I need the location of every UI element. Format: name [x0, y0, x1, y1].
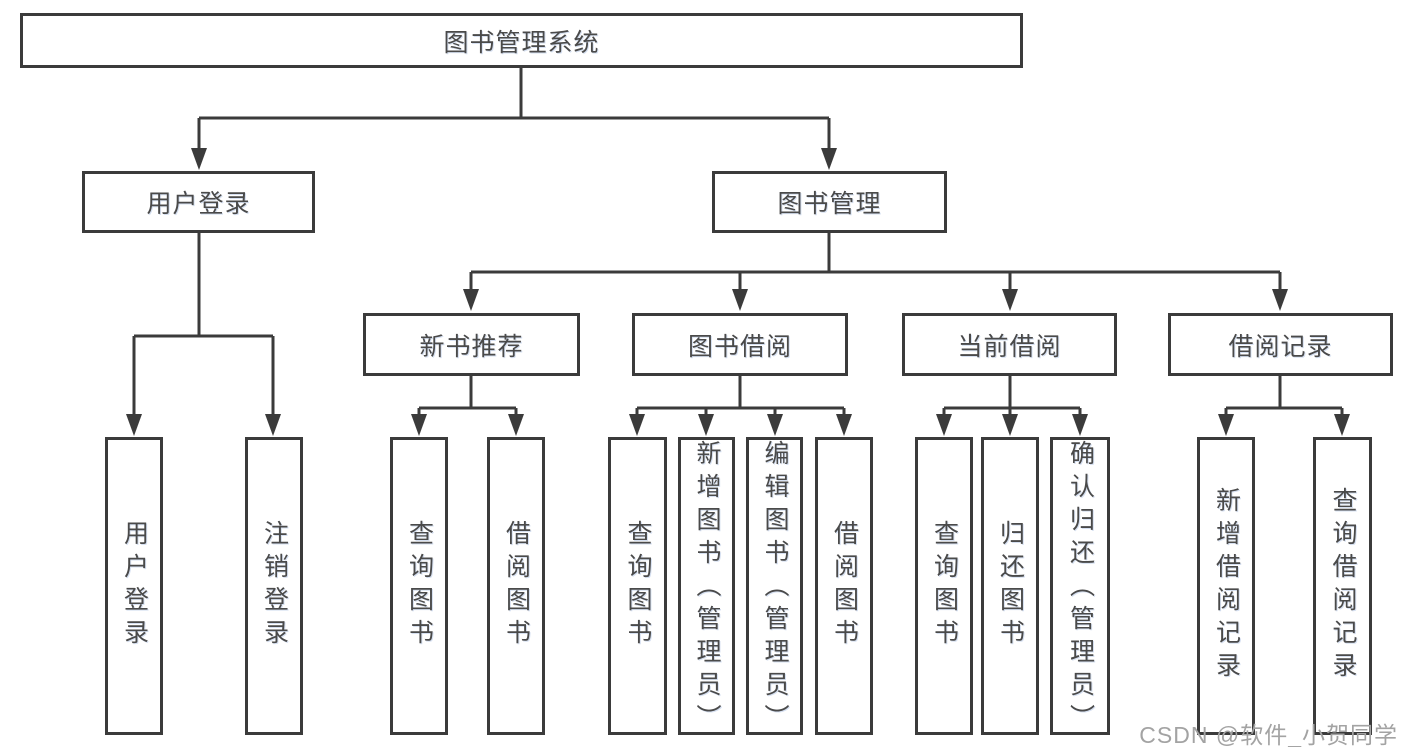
- node-confirm-return-admin-label: 确认归还（管理员）: [1066, 440, 1095, 737]
- node-current-borrowing-label: 当前借阅: [957, 332, 1062, 361]
- node-query-borrow-record-label: 查询借阅记录: [1329, 487, 1357, 685]
- node-return-books: 归还图书: [981, 437, 1039, 735]
- node-borrowing-records: 借阅记录: [1168, 313, 1393, 376]
- node-book-management: 图书管理: [712, 171, 947, 233]
- node-add-books-admin-label: 新增图书（管理员）: [693, 440, 721, 737]
- node-edit-books-admin-label: 编辑图书（管理员）: [761, 440, 789, 737]
- node-current-borrowing: 当前借阅: [902, 313, 1117, 376]
- node-add-books-admin: 新增图书（管理员）: [678, 437, 735, 737]
- node-query-borrow-record: 查询借阅记录: [1313, 437, 1372, 735]
- node-query-books-borrow: 查询图书: [608, 437, 667, 735]
- node-add-borrow-record-label: 新增借阅记录: [1212, 487, 1241, 685]
- node-book-borrowing: 图书借阅: [632, 313, 848, 376]
- node-book-management-label: 图书管理: [777, 190, 882, 218]
- node-new-book-recommendation: 新书推荐: [363, 313, 580, 376]
- node-add-borrow-record: 新增借阅记录: [1197, 437, 1255, 735]
- node-query-books-recommend-label: 查询图书: [405, 520, 434, 652]
- node-logout-leaf: 注销登录: [245, 437, 303, 735]
- node-book-borrowing-label: 图书借阅: [687, 332, 792, 361]
- arrowheads: [126, 148, 1350, 436]
- node-user-login-branch-label: 用户登录: [146, 190, 251, 218]
- node-library-system-label: 图书管理系统: [443, 28, 600, 57]
- node-query-books-current-label: 查询图书: [930, 520, 959, 652]
- node-user-login-leaf-label: 用户登录: [120, 520, 149, 652]
- node-query-books-recommend: 查询图书: [390, 437, 448, 735]
- node-borrow-books-leaf: 借阅图书: [815, 437, 873, 735]
- node-query-books-current: 查询图书: [915, 437, 973, 735]
- node-query-books-borrow-label: 查询图书: [624, 520, 652, 652]
- node-new-book-recommendation-label: 新书推荐: [419, 332, 524, 361]
- node-borrowing-records-label: 借阅记录: [1228, 332, 1333, 361]
- node-borrow-books-leaf-label: 借阅图书: [830, 520, 859, 652]
- node-edit-books-admin: 编辑图书（管理员）: [746, 437, 803, 737]
- node-borrow-books-recommend-label: 借阅图书: [502, 520, 531, 652]
- node-library-system: 图书管理系统: [20, 13, 1023, 68]
- node-user-login-leaf: 用户登录: [105, 437, 163, 735]
- node-confirm-return-admin: 确认归还（管理员）: [1050, 437, 1110, 737]
- node-return-books-label: 归还图书: [996, 520, 1025, 652]
- node-logout-leaf-label: 注销登录: [260, 520, 289, 652]
- node-user-login-branch: 用户登录: [82, 171, 315, 233]
- watermark-text: CSDN @软件_小贺同学: [1139, 722, 1398, 747]
- node-borrow-books-recommend: 借阅图书: [487, 437, 545, 735]
